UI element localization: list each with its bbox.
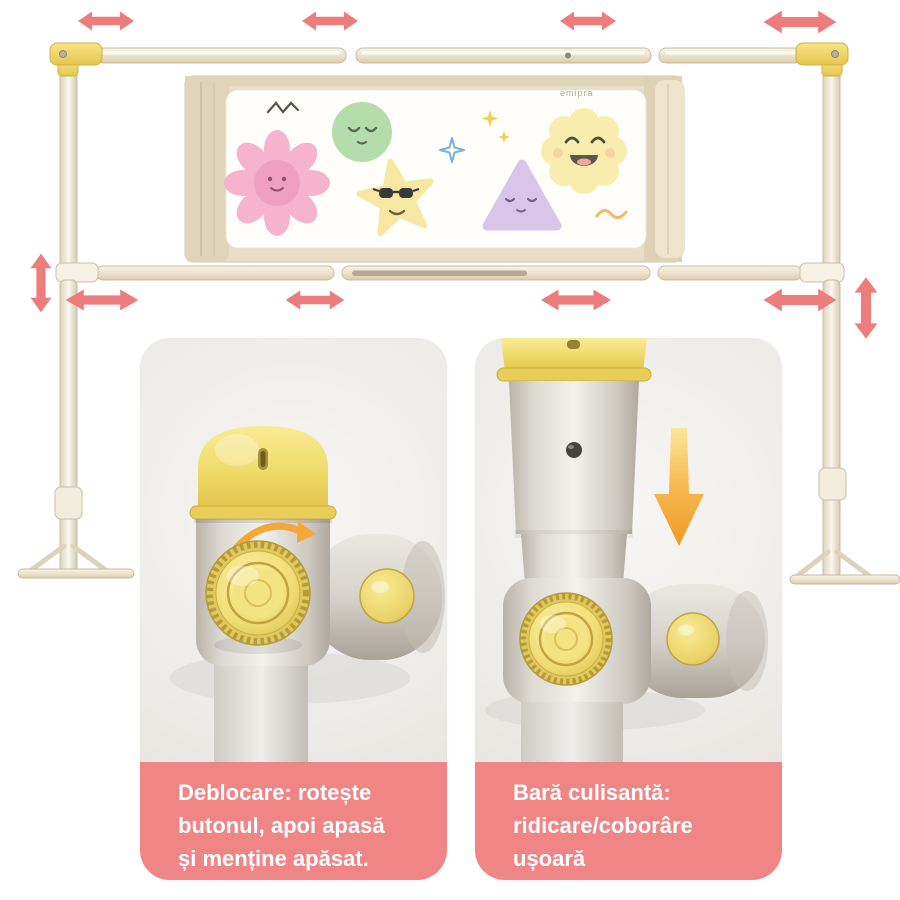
right-leg — [789, 279, 900, 585]
side-posts — [59, 55, 841, 267]
adjustment-hole — [566, 442, 582, 458]
release-button — [359, 568, 415, 624]
slide-caption: Bară culisantă: ridicare/coborâre ușoară — [475, 762, 782, 880]
width-adjust-arrow-4 — [763, 10, 837, 34]
caption-line: Deblocare: rotește — [178, 780, 372, 805]
scribble-graphic — [266, 101, 300, 114]
lower-post — [214, 648, 308, 762]
assembly-diagram: emipra — [17, 10, 900, 585]
caption-line: ușoară — [513, 846, 586, 871]
width-adjust-arrow-2 — [302, 11, 358, 31]
corner-bracket-left — [49, 42, 103, 77]
lower-post — [521, 702, 623, 762]
top-rail — [49, 42, 849, 77]
caption-line: și menține apăsat. — [178, 846, 369, 871]
fabric-panel: emipra — [184, 75, 685, 263]
slide-adjust-arrow-3 — [541, 289, 611, 311]
caption-line: ridicare/coborâre — [513, 813, 693, 838]
sparkle-yellow-small-graphic — [498, 131, 510, 143]
unlock-caption: Deblocare: rotește butonul, apoi apasă ș… — [140, 762, 447, 880]
flower-graphic — [224, 130, 330, 236]
pole-lower-section — [521, 534, 627, 584]
squiggle-graphic — [595, 209, 628, 219]
panel-artwork — [224, 101, 628, 237]
slide-adjust-arrow-2 — [285, 290, 345, 310]
lock-knob — [205, 540, 311, 654]
left-leg — [17, 279, 135, 579]
sun-graphic — [332, 102, 392, 162]
sparkle-yellow-graphic — [481, 110, 499, 127]
rotate-arrow-icon — [232, 521, 316, 552]
caption-line: butonul, apoi apasă — [178, 813, 385, 838]
unlock-mechanism-photo — [140, 338, 447, 762]
feature-card-slide: Bară culisantă: ridicare/coborâre ușoară — [475, 338, 782, 880]
slide-bar-photo — [475, 338, 782, 762]
cap-slot — [567, 340, 580, 349]
release-button — [666, 612, 720, 666]
panel-brand-text: emipra — [560, 88, 594, 98]
yellow-cap-top — [496, 338, 652, 382]
width-adjust-arrow-3 — [560, 11, 616, 31]
bottom-rail — [55, 262, 845, 283]
down-arrow-icon — [654, 428, 704, 546]
width-adjust-arrow-1 — [78, 11, 134, 31]
cloud-graphic — [541, 108, 627, 194]
height-adjust-arrow-left — [30, 253, 52, 313]
feature-card-unlock: Deblocare: rotește butonul, apoi apasă ș… — [140, 338, 447, 880]
caption-line: Bară culisantă: — [513, 780, 671, 805]
height-adjust-arrow-right — [854, 277, 878, 339]
triangle-graphic — [482, 159, 562, 231]
lock-knob — [519, 592, 613, 686]
sparkle-blue-graphic — [439, 137, 465, 163]
corner-bracket-right — [795, 42, 849, 77]
yellow-cap — [189, 426, 337, 523]
star-graphic — [356, 158, 434, 237]
